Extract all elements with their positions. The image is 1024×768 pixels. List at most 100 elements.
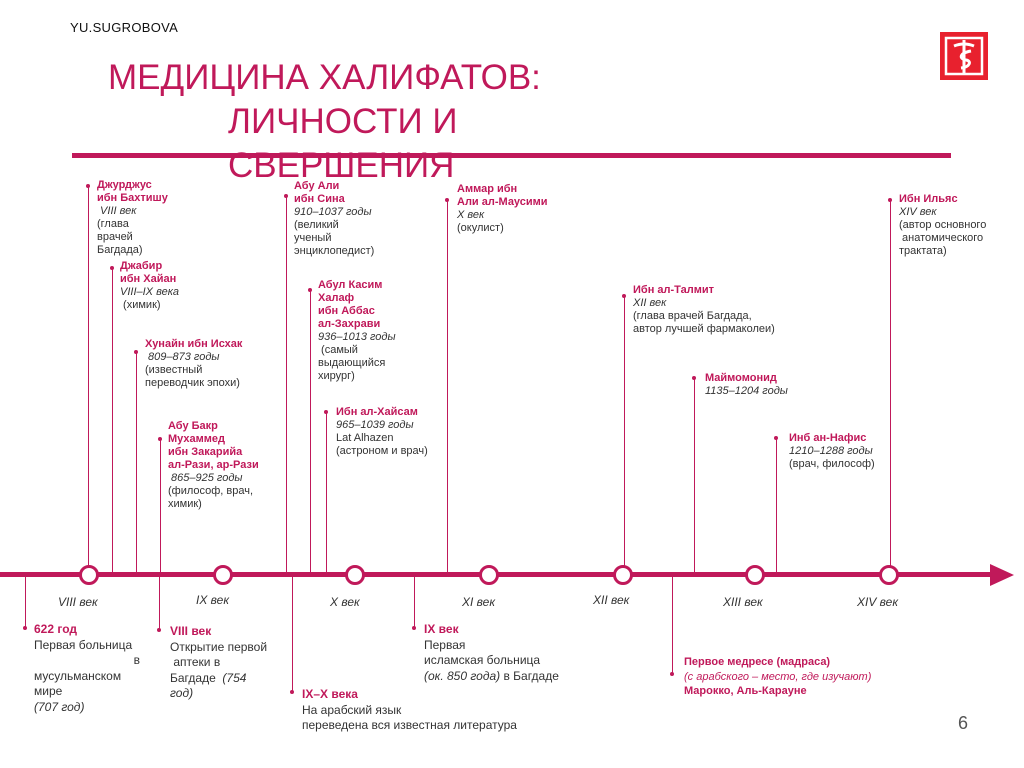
century-label-9: IX век <box>196 593 230 607</box>
person-dates: 1135–1204 годы <box>705 385 788 397</box>
person-name: ибн Бахтишу <box>97 192 168 204</box>
connector-mawsili <box>447 200 448 572</box>
century-label-12: XII век <box>593 593 630 607</box>
event-text-line: переведена вся известная литература <box>302 718 517 732</box>
event-text-line: (707 год) <box>34 699 85 714</box>
event-first-madrasa: Первое медресе (мадраса)(с арабского – м… <box>684 655 909 699</box>
person-dates: VIII–IX века <box>120 286 180 298</box>
timeline-arrow-icon <box>990 564 1014 586</box>
person-note: (химик) <box>120 299 161 311</box>
person-dates: 809–873 годы <box>145 351 220 363</box>
connector-hayyan <box>112 268 113 572</box>
connector-madrasa <box>672 577 673 674</box>
event-text: Багдаде <box>170 670 223 685</box>
person-name: Маймомонид <box>705 372 777 384</box>
connector-dot <box>888 198 892 202</box>
event-heading: IX век <box>424 622 459 636</box>
event-text: (754 <box>222 670 247 685</box>
connector-dot <box>157 628 161 632</box>
connector-dot <box>86 184 90 188</box>
person-name: Аммар ибн <box>457 183 518 195</box>
person-note: (известный <box>145 364 203 376</box>
connector-hospital-850 <box>414 577 415 628</box>
person-note: ученый <box>294 232 332 244</box>
connector-dot <box>158 437 162 441</box>
connector-maimonides <box>694 378 695 572</box>
century-label-14: XIV век <box>857 595 899 609</box>
century-node-13 <box>745 565 765 585</box>
connector-zahrawi <box>310 290 311 572</box>
connector-haytham <box>326 412 327 572</box>
event-text-line: мусульманском <box>34 668 122 683</box>
person-note: (астроном и врач) <box>336 445 428 457</box>
event-text-line: в <box>133 653 140 667</box>
person-note: (окулист) <box>457 222 504 234</box>
person-note: переводчик эпохи) <box>145 377 240 389</box>
connector-dot <box>692 376 696 380</box>
person-name: Али ал-Маусими <box>457 196 548 208</box>
person-name: Абу Али <box>294 180 340 192</box>
century-node-12 <box>613 565 633 585</box>
page-title-line-2: ЛИЧНОСТИ И <box>228 102 458 141</box>
connector-dot <box>412 626 416 630</box>
person-note: химик) <box>168 498 202 510</box>
person-note: (самый <box>318 344 358 356</box>
event-text-line: аптеки в <box>170 655 221 669</box>
century-node-9 <box>213 565 233 585</box>
person-note: энциклопедист) <box>294 245 375 257</box>
event-heading: 622 год <box>34 622 77 636</box>
person-note: (глава врачей Багдада, <box>633 310 752 322</box>
connector-sina <box>286 196 287 572</box>
person-name: Джурджус <box>97 179 152 191</box>
century-label-11: XI век <box>462 595 496 609</box>
person-note: анатомического <box>899 232 984 244</box>
event-text-line: Марокко, Аль-Караунe <box>684 685 807 697</box>
title-divider <box>72 153 951 158</box>
connector-dot <box>324 410 328 414</box>
person-dates: 965–1039 годы <box>336 419 414 431</box>
connector-dot <box>110 266 114 270</box>
event-text-line: Первая <box>424 637 466 652</box>
person-note: хирург) <box>318 370 355 382</box>
century-label-8: VIII век <box>58 595 98 609</box>
connector-dot <box>622 294 626 298</box>
connector-ilyas <box>890 200 891 572</box>
person-note: Багдада) <box>97 244 143 256</box>
century-label-10: X век <box>330 595 360 609</box>
person-note: Lat Alhazen <box>336 432 394 444</box>
person-dates: VIII век <box>97 205 137 217</box>
person-dates: X век <box>457 209 485 221</box>
connector-dot <box>774 436 778 440</box>
century-label-13: XIII век <box>723 595 763 609</box>
person-note: врачей <box>97 231 133 243</box>
century-node-8 <box>79 565 99 585</box>
event-heading: IX–X века <box>302 687 358 701</box>
event-text-line: Открытие первой <box>170 639 268 654</box>
person-note: (философ, врач, <box>168 485 254 497</box>
event-text-line: Первая больница <box>34 637 133 652</box>
person-dates: 865–925 годы <box>168 472 243 484</box>
event-text-line: мире <box>34 684 63 698</box>
person-note: автор лучшей фармаколеи) <box>633 323 775 335</box>
connector-dot <box>308 288 312 292</box>
connector-dot <box>445 198 449 202</box>
event-text: в Багдаде <box>500 668 559 683</box>
page-title-line-3: СВЕРШЕНИЯ <box>228 146 455 185</box>
event-text-line: исламская больница <box>424 653 541 667</box>
connector-dot <box>284 194 288 198</box>
connector-bakhtishu <box>88 186 89 572</box>
person-name: ибн Аббас <box>318 305 375 317</box>
page-title-line-1: МЕДИЦИНА ХАЛИФАТОВ: <box>108 58 541 97</box>
connector-pharmacy <box>159 577 160 630</box>
event-text-line: (ок. 850 года) в Багдаде <box>424 669 594 685</box>
